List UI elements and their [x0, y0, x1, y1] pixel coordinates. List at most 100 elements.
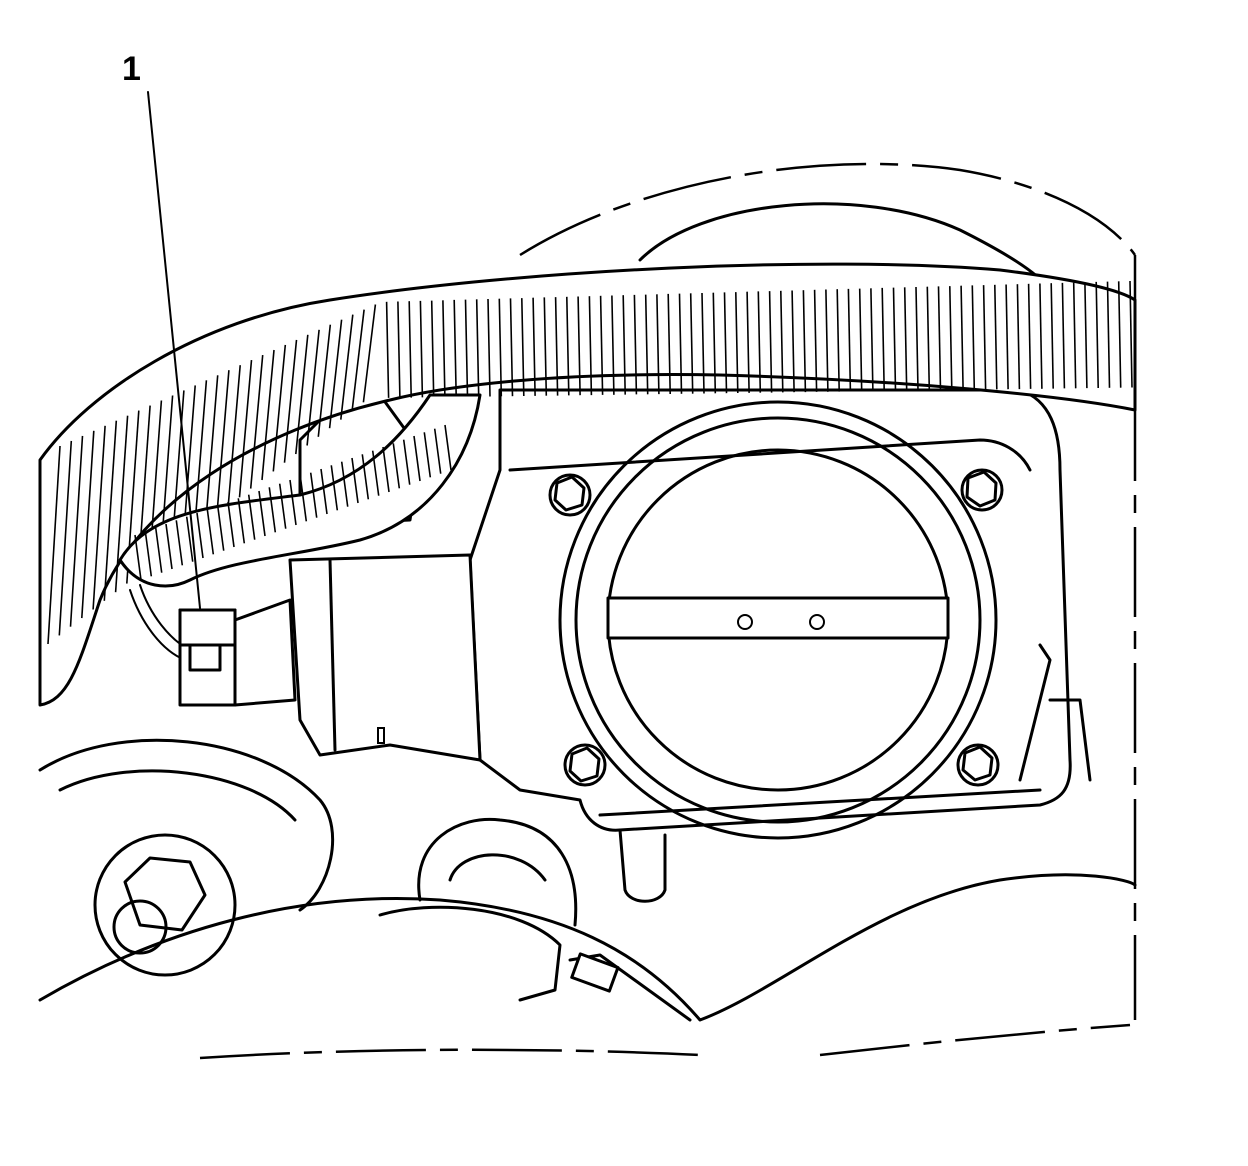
harness-hatch-stroke — [847, 288, 852, 392]
harness-hatch-stroke — [1095, 281, 1099, 389]
bolt-head — [123, 856, 207, 932]
harness-hatch-stroke — [622, 295, 626, 395]
harness-hatch-stroke — [656, 294, 660, 395]
harness-hatch-stroke — [340, 314, 354, 420]
harness-hatch-stroke — [408, 301, 412, 398]
harness-hatch-stroke — [1039, 283, 1043, 389]
harness-hatch-stroke — [81, 430, 95, 619]
harness-hatch-stroke — [1129, 280, 1133, 388]
harness-hatch-stroke — [103, 420, 118, 601]
harness-branch-hatch-stroke — [268, 487, 277, 533]
harness-hatch-stroke — [92, 425, 106, 610]
harness-hatch-stroke — [768, 291, 773, 393]
harness-hatch-stroke — [1106, 281, 1111, 388]
harness-hatch-stroke — [723, 292, 728, 394]
harness-hatch-stroke — [362, 304, 377, 403]
harness-branch-hatch-stroke — [154, 527, 163, 573]
harness-hatch-stroke — [735, 292, 739, 394]
harness-hatch-stroke — [836, 289, 840, 392]
harness-branch-hatch-stroke — [392, 443, 401, 489]
harness-hatch-stroke — [949, 286, 953, 391]
harness-hatch-stroke — [994, 284, 998, 390]
harness-branch-hatch-stroke — [371, 450, 380, 496]
harness-hatch-stroke — [960, 285, 964, 390]
harness-hatch-stroke — [521, 298, 525, 397]
callout-1-leader — [147, 91, 201, 609]
harness-hatch-stroke — [227, 365, 241, 506]
harness-hatch-stroke — [667, 293, 671, 395]
harness-hatch-stroke — [442, 300, 446, 398]
harness-branch-hatch-stroke — [289, 479, 297, 526]
harness-hatch-stroke — [982, 285, 987, 390]
harness-branch-hatch-stroke — [258, 490, 266, 537]
harness-hatch-stroke — [802, 290, 807, 393]
harness-branch-hatch-stroke — [413, 435, 421, 482]
harness-branch-hatch-stroke — [278, 483, 287, 529]
mounting-bolts — [548, 468, 1004, 787]
harness-branch-hatch-stroke — [144, 531, 153, 577]
harness-branch-hatch-stroke — [340, 461, 349, 507]
harness-hatch-stroke — [351, 309, 365, 411]
harness-hatch-stroke — [509, 298, 514, 397]
harness-hatch-stroke — [238, 360, 253, 498]
harness-hatch-stroke — [1005, 284, 1009, 390]
harness-hatch-stroke — [881, 287, 885, 392]
harness-branch-hatch-stroke — [382, 446, 390, 493]
harness-hatch-stroke — [813, 289, 818, 392]
harness-hatch-stroke — [892, 287, 897, 391]
harness-branch-hatch-stroke — [309, 472, 318, 518]
pulley-left — [38, 738, 335, 977]
harness-hatch-stroke — [385, 301, 390, 398]
pulley-center — [378, 817, 692, 1022]
harness-branch-hatch-stroke — [444, 424, 452, 471]
harness-hatch-stroke — [689, 293, 694, 394]
harness-branch-hatch-stroke — [227, 501, 235, 548]
harness-hatch-stroke — [193, 380, 208, 532]
harness-hatch-stroke — [58, 440, 73, 636]
harness-branch-hatch-stroke — [299, 476, 308, 522]
harness-hatch-stroke — [937, 286, 942, 391]
harness-hatch-stroke — [317, 324, 332, 437]
harness-hatch-stroke — [487, 298, 491, 397]
harness-hatch-stroke — [1072, 282, 1077, 389]
harness-hatch-stroke — [577, 296, 581, 396]
throttle-connector — [129, 584, 297, 707]
harness-hatch-stroke — [295, 334, 309, 455]
harness-hatch-stroke — [306, 329, 320, 446]
harness-hatch-stroke — [780, 290, 784, 393]
harness-hatch-stroke — [554, 297, 559, 396]
harness-hatch-stroke — [1061, 282, 1066, 389]
harness-hatch-stroke — [611, 295, 615, 395]
harness-hatch-stroke — [633, 294, 638, 395]
harness-hatch-stroke — [599, 295, 604, 395]
harness-hatch-stroke — [328, 319, 343, 429]
harness-hatch-stroke — [858, 288, 863, 392]
harness-branch-hatch-stroke — [361, 454, 370, 500]
harness-hatch-stroke — [746, 291, 750, 393]
harness-hatch-stroke — [1016, 284, 1021, 390]
harness-hatch-stroke — [249, 355, 264, 489]
harness-hatch-stroke — [1084, 282, 1088, 389]
harness-hatch-stroke — [498, 298, 503, 397]
harness-branch-hatch-stroke — [423, 432, 432, 478]
harness-hatch-stroke — [644, 294, 649, 395]
harness-branch-hatch-stroke — [330, 465, 339, 511]
harness-branch-hatch-stroke — [433, 428, 442, 474]
harness-branch-hatch-stroke — [351, 457, 359, 504]
harness-hatch-stroke — [272, 344, 287, 472]
harness-branch-hatch-stroke — [206, 509, 215, 555]
harness-hatch-stroke — [430, 300, 435, 398]
harness-hatch-stroke — [475, 299, 480, 397]
harness-branch-hatch-stroke — [247, 494, 256, 540]
harness-hatch-stroke — [1117, 281, 1122, 388]
callout-1-label: 1 — [122, 50, 141, 88]
harness-hatch-stroke — [757, 291, 762, 393]
harness-hatch-stroke — [915, 286, 919, 391]
harness-hatch-stroke — [69, 435, 84, 627]
harness-hatch-stroke — [114, 415, 129, 593]
throttle-bore — [558, 400, 998, 840]
harness-hatch-stroke — [543, 297, 548, 396]
harness-hatch-stroke — [870, 288, 874, 392]
harness-hatch-stroke — [419, 300, 424, 398]
